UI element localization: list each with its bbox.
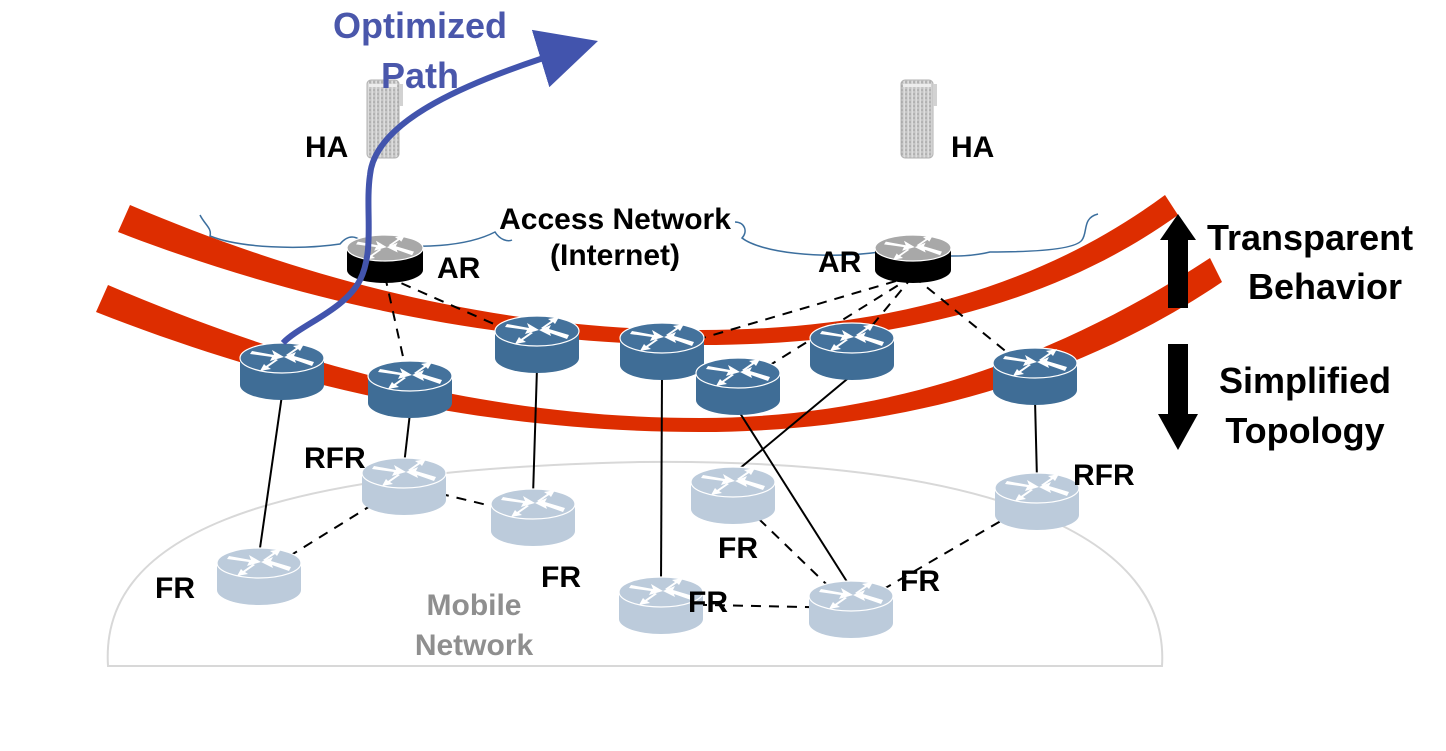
solid-link-er-1-fr-1 [258,394,283,556]
transparent-behavior-label-line2: Behavior [1248,266,1402,307]
mobile-router-rfr-right[interactable] [994,472,1080,530]
solid-link-er-5-fr-3 [732,374,853,475]
solid-link-er-3-fr-2 [532,367,538,497]
nodes-layer [216,79,1080,638]
fr-label-5: FR [900,565,940,598]
upper-band [118,195,1178,345]
simplified-topology-label-line1: Simplified [1219,360,1391,401]
mobile-router-rfr-left[interactable] [361,457,447,515]
access-network-label-line1: Access Network [499,203,731,236]
ar-right-label: AR [818,246,862,279]
fr-label-2: FR [541,561,581,594]
access-router-ar-left[interactable] [346,234,424,283]
edge-router-er-7[interactable] [992,347,1078,405]
transparent-behavior-arrow [1160,214,1196,308]
edge-router-er-5[interactable] [809,322,895,380]
mobile-network-boundary [106,460,1164,667]
edge-router-er-1[interactable] [239,342,325,400]
edge-router-er-6[interactable] [695,357,781,415]
access-router-ar-right[interactable] [874,234,952,283]
solid-link-er-7-rfr-right [1034,399,1038,481]
mobile-router-fr-1[interactable] [216,547,302,605]
solid-link-er-4-fr-4 [660,374,663,585]
mobile-router-fr-5[interactable] [808,580,894,638]
edge-router-er-3[interactable] [494,315,580,373]
edge-router-er-4[interactable] [619,322,705,380]
home-agent-server-ha-right[interactable] [900,79,937,159]
mobile-router-fr-2[interactable] [490,488,576,546]
transparent-behavior-label-line1: Transparent [1207,217,1413,258]
fr-label-1: FR [155,572,195,605]
fr-label-3: FR [718,532,758,565]
mobile-network-label-line1: Mobile [427,589,522,622]
edge-router-er-2[interactable] [367,360,453,418]
solid-link-er-6-fr-5 [737,409,852,589]
ar-left-label: AR [437,252,481,285]
mobile-router-fr-3[interactable] [690,466,776,524]
dashed-link-ar-left-er-3 [384,275,538,344]
rfr-left-label: RFR [304,442,366,475]
mobile-router-fr-4[interactable] [618,576,704,634]
ha-left-label: HA [305,131,348,164]
solid-link-er-2-rfr-left [403,412,411,466]
ha-right-label: HA [951,131,994,164]
optimized-path-line [280,29,598,346]
simplified-topology-label-line2: Topology [1225,410,1384,451]
optimized-path-label-line1: Optimized [333,5,507,46]
optimized-path-label-line2: Path [381,55,459,96]
access-network-label-line2: (Internet) [550,239,680,272]
mobile-network-label-line2: Network [415,629,534,662]
dashed-link-fr-4-fr-5 [660,603,852,609]
fr-label-4: FR [688,586,728,619]
simplified-topology-arrow [1158,344,1198,450]
rfr-right-label: RFR [1073,459,1135,492]
